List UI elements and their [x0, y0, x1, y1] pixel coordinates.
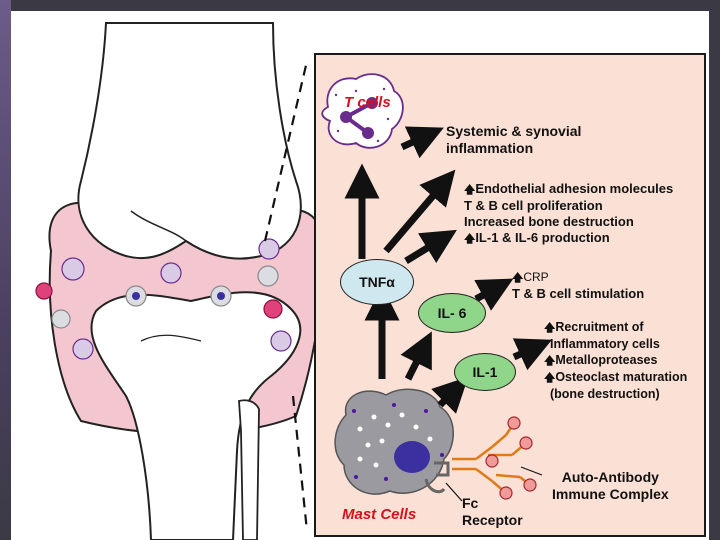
arrow-tnf-to-systemic	[383, 169, 456, 254]
slide-edge-decoration	[0, 0, 11, 540]
cytokine-arrows	[321, 73, 552, 502]
arrow-mast-to-il6	[400, 331, 432, 381]
fc-receptor-label: Fc Receptor	[462, 495, 523, 528]
t-cells-label: T cells	[344, 94, 391, 111]
arrow-tcell-to-systemic	[400, 126, 444, 159]
slide: T cells Mast Cells Systemic & synovial i…	[11, 11, 709, 540]
list-item: Increased bone destruction	[464, 214, 634, 229]
fibula-bone	[238, 399, 260, 540]
immune-complex-icon	[452, 416, 537, 500]
list-item: (bone destruction)	[550, 387, 660, 401]
joint-cells	[35, 238, 292, 360]
il6-node: IL- 6	[418, 293, 486, 333]
list-item: 🡅CRP	[512, 270, 549, 284]
il1-node: IL-1	[454, 353, 516, 391]
tnf-effects-list: 🡅Endothelial adhesion molecules T & B ce…	[464, 181, 673, 247]
list-item: Inflammatory cells	[550, 337, 660, 351]
list-item: T & B cell stimulation	[512, 286, 645, 301]
il6-effects-list: 🡅CRP T & B cell stimulation	[512, 269, 644, 302]
systemic-inflammation-label: Systemic & synovial inflammation	[446, 123, 582, 156]
autoantibody-label: Auto-Antibody Immune Complex	[552, 469, 669, 502]
list-item: 🡅IL-1 & IL-6 production	[464, 230, 610, 245]
zoom-line-top	[263, 60, 309, 242]
mast-cells-label: Mast Cells	[342, 506, 417, 523]
list-item: 🡅Endothelial adhesion molecules	[464, 181, 674, 196]
il1-effects-list: 🡅Recruitment of Inflammatory cells 🡅Meta…	[544, 319, 687, 402]
femur-bone	[77, 22, 302, 260]
cytokine-panel: T cells Mast Cells Systemic & synovial i…	[314, 53, 706, 537]
arrow-mast-to-il1	[431, 376, 469, 414]
list-item: 🡅Recruitment of	[544, 320, 644, 334]
tibia-bone	[90, 291, 302, 540]
mast-cell-icon	[334, 388, 454, 495]
list-item: 🡅Osteoclast maturation	[544, 370, 688, 384]
list-item: 🡅Metalloproteases	[544, 353, 658, 367]
tnf-alpha-node: TNFα	[340, 259, 414, 305]
list-item: T & B cell proliferation	[464, 198, 603, 213]
zoom-line-bottom	[291, 395, 309, 532]
arrow-il1-to-effects	[512, 338, 552, 371]
arrow-tnf-to-effects	[404, 229, 457, 264]
t-cell-icon	[321, 73, 404, 149]
arrow-il6-to-effects	[474, 278, 514, 311]
knee-joint-illustration	[35, 22, 325, 540]
